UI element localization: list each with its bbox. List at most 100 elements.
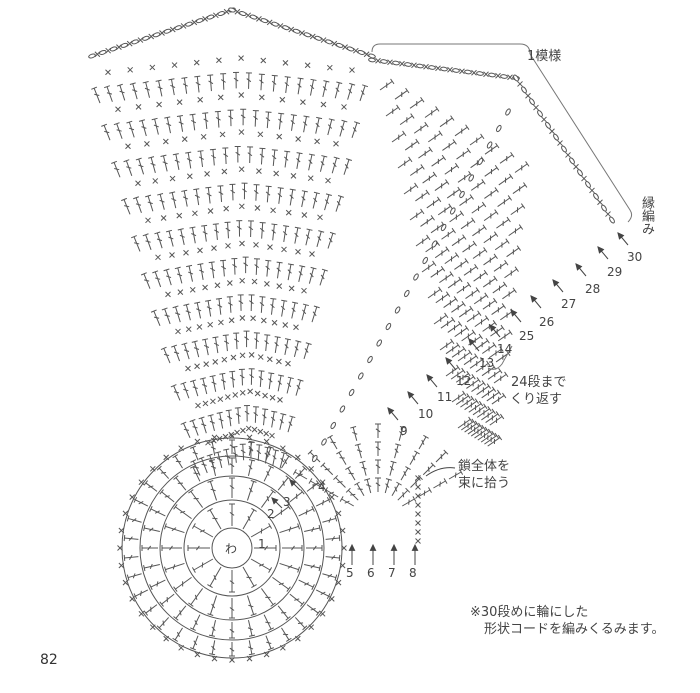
single-crochet [156, 101, 162, 108]
treble-stitch [322, 573, 337, 579]
treble-stitch-top [168, 78, 175, 81]
single-crochet [238, 129, 245, 135]
single-crochet [194, 438, 201, 445]
treble-stitch [106, 86, 113, 102]
treble-stitch [471, 204, 485, 214]
treble-stitch-bar [313, 197, 318, 203]
treble-stitch [260, 296, 263, 313]
row-arrow-head [445, 357, 453, 365]
treble-stitch-top [152, 270, 159, 274]
treble-stitch-bar [232, 452, 238, 456]
treble-stitch-bar [265, 191, 271, 196]
single-crochet [471, 69, 477, 76]
treble-stitch [217, 111, 220, 128]
treble-stitch-top [297, 378, 304, 382]
treble-stitch [476, 408, 490, 418]
treble-stitch [270, 298, 274, 315]
treble-stitch-bar [233, 77, 239, 82]
treble-stitch-top [484, 315, 490, 321]
treble-stitch-top [116, 83, 123, 87]
treble-stitch-top [189, 226, 196, 229]
single-crochet [129, 494, 136, 501]
treble-stitch-top [481, 179, 486, 185]
treble-stitch-bar [294, 232, 299, 238]
row-number: 8 [409, 566, 417, 580]
single-crochet [581, 175, 587, 182]
chain-pickup-label-1: 鎖全体を [458, 459, 511, 474]
treble-stitch [466, 379, 479, 389]
single-crochet [257, 131, 264, 138]
treble-stitch-top [308, 478, 313, 484]
treble-stitch-top [412, 496, 417, 502]
treble-stitch-bar [114, 167, 120, 171]
treble-stitch-bar [229, 647, 235, 652]
treble-stitch-top [328, 118, 335, 121]
single-crochet [239, 240, 245, 247]
treble-stitch-top [491, 386, 497, 392]
treble-stitch [486, 391, 500, 402]
treble-stitch-top [310, 78, 317, 81]
treble-stitch [444, 254, 458, 265]
chain-stitch [380, 59, 388, 64]
chain-stitch [249, 14, 258, 20]
treble-stitch-bar [248, 465, 253, 470]
treble-stitch-top [297, 77, 304, 80]
treble-stitch [297, 78, 302, 95]
treble-stitch-top [483, 403, 488, 409]
chain-stitch [330, 421, 337, 430]
treble-stitch-top [320, 462, 326, 468]
treble-stitch [294, 467, 306, 479]
treble-stitch-bar [296, 157, 301, 163]
treble-stitch [173, 345, 181, 362]
treble-stitch-top [145, 194, 152, 198]
treble-stitch [210, 415, 215, 431]
treble-stitch-bar [183, 349, 190, 352]
treble-stitch-top [465, 124, 470, 130]
chain-stitch [459, 190, 465, 199]
treble-stitch-top [191, 523, 196, 529]
single-crochet [282, 322, 289, 328]
chain-stitch [416, 63, 424, 69]
treble-stitch-top [284, 150, 291, 153]
treble-stitch-top [216, 411, 223, 414]
treble-stitch [158, 617, 170, 629]
treble-stitch [439, 273, 452, 284]
single-crochet [533, 104, 539, 111]
treble-stitch-bar [195, 81, 201, 86]
single-crochet [160, 215, 167, 221]
treble-stitch [470, 427, 484, 437]
single-crochet [415, 511, 421, 517]
treble-stitch-bar [211, 381, 217, 385]
row-number: 6 [367, 566, 375, 580]
treble-stitch-top [209, 375, 216, 378]
treble-stitch [193, 558, 214, 571]
treble-stitch-top [126, 574, 130, 581]
treble-stitch [455, 395, 469, 405]
treble-stitch-top [209, 148, 216, 151]
treble-stitch-top [268, 523, 273, 529]
treble-stitch-top [491, 430, 496, 437]
single-crochet [260, 317, 267, 324]
treble-stitch [150, 579, 166, 588]
finishing-note-line1: ※30段めに輪にした [470, 605, 589, 620]
treble-stitch [464, 423, 478, 433]
single-crochet [221, 356, 228, 363]
treble-stitch-top [471, 418, 476, 425]
treble-stitch-bar [352, 431, 358, 435]
single-crochet [293, 324, 299, 331]
treble-stitch [482, 322, 496, 332]
chain-stitch [440, 223, 447, 232]
chain-stitch [314, 35, 322, 41]
single-crochet [135, 104, 142, 110]
treble-stitch-top [149, 584, 153, 590]
treble-stitch-bar [271, 155, 277, 160]
treble-stitch [311, 306, 318, 323]
treble-stitch-top [155, 79, 162, 82]
treble-stitch [449, 212, 463, 223]
single-crochet [181, 136, 188, 143]
treble-stitch [361, 461, 367, 476]
treble-stitch [472, 249, 486, 259]
treble-stitch-bar [225, 227, 231, 232]
treble-stitch-top [185, 151, 192, 154]
treble-stitch [403, 184, 417, 195]
